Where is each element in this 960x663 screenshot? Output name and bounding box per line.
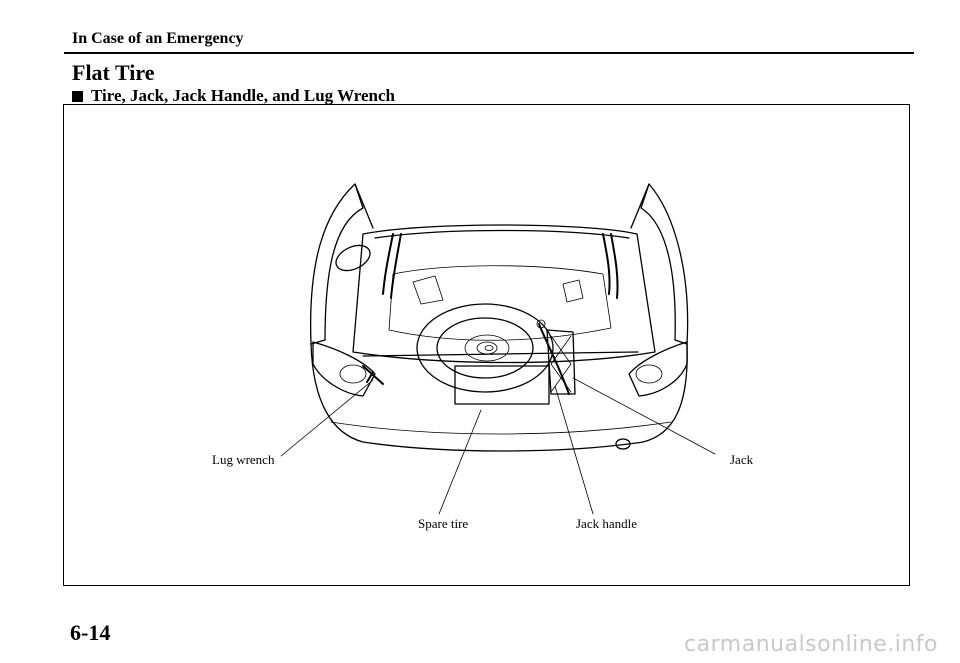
square-bullet-icon [72, 90, 83, 102]
subtitle-text: Tire, Jack, Jack Handle, and Lug Wrench [91, 86, 396, 105]
left-tail-lamp [339, 364, 367, 384]
license-plate-recess [454, 365, 550, 405]
left-tail-light [312, 341, 376, 397]
subtitle: Tire, Jack, Jack Handle, and Lug Wrench [72, 86, 395, 106]
spare-tire-inner [436, 317, 534, 379]
lug-wrench-leader [280, 379, 374, 457]
jack-handle-eye [536, 319, 546, 329]
jack-body [546, 329, 576, 395]
jack-leader [572, 377, 716, 455]
spare-tire-outer [416, 303, 554, 393]
right-lid-strut [630, 183, 650, 229]
spare-tire-hub [464, 334, 510, 362]
jack-handle-leader [554, 385, 594, 515]
jack-handle-rod [538, 323, 570, 395]
watermark: carmanualsonline.info [684, 632, 938, 657]
section-header: In Case of an Emergency [72, 30, 244, 47]
trunk-floor-detail [412, 275, 584, 305]
hinge-bar [374, 229, 630, 239]
left-lid-hole [335, 244, 371, 272]
trunk-floor [388, 265, 612, 341]
callout-jack: Jack [730, 452, 754, 467]
lug-wrench-shape [362, 365, 384, 385]
cross-bar [362, 351, 639, 357]
right-tail-light [628, 341, 688, 397]
callout-spare-tire: Spare tire [418, 516, 469, 531]
page-title: Flat Tire [72, 60, 155, 85]
right-hinge [602, 233, 619, 299]
jack-scissor [550, 335, 572, 393]
page-number: 6-14 [70, 620, 111, 645]
trunk-opening [352, 224, 656, 364]
callout-jack-handle: Jack handle [576, 516, 638, 531]
left-lid-panel [309, 183, 364, 345]
header-rule [64, 52, 914, 54]
spare-tire-center [476, 341, 498, 355]
figure-frame [63, 104, 910, 586]
left-lid-strut [354, 183, 374, 229]
rear-bumper [310, 343, 688, 452]
bumper-lower-line [330, 421, 672, 435]
callout-lug-wrench: Lug wrench [212, 452, 275, 467]
spare-tire-leader [438, 409, 482, 515]
spare-tire-nut [484, 345, 494, 351]
right-lid-panel [640, 183, 689, 345]
trunk-illustration [280, 183, 716, 515]
exhaust-tip [615, 438, 631, 450]
right-tail-lamp [635, 364, 663, 384]
